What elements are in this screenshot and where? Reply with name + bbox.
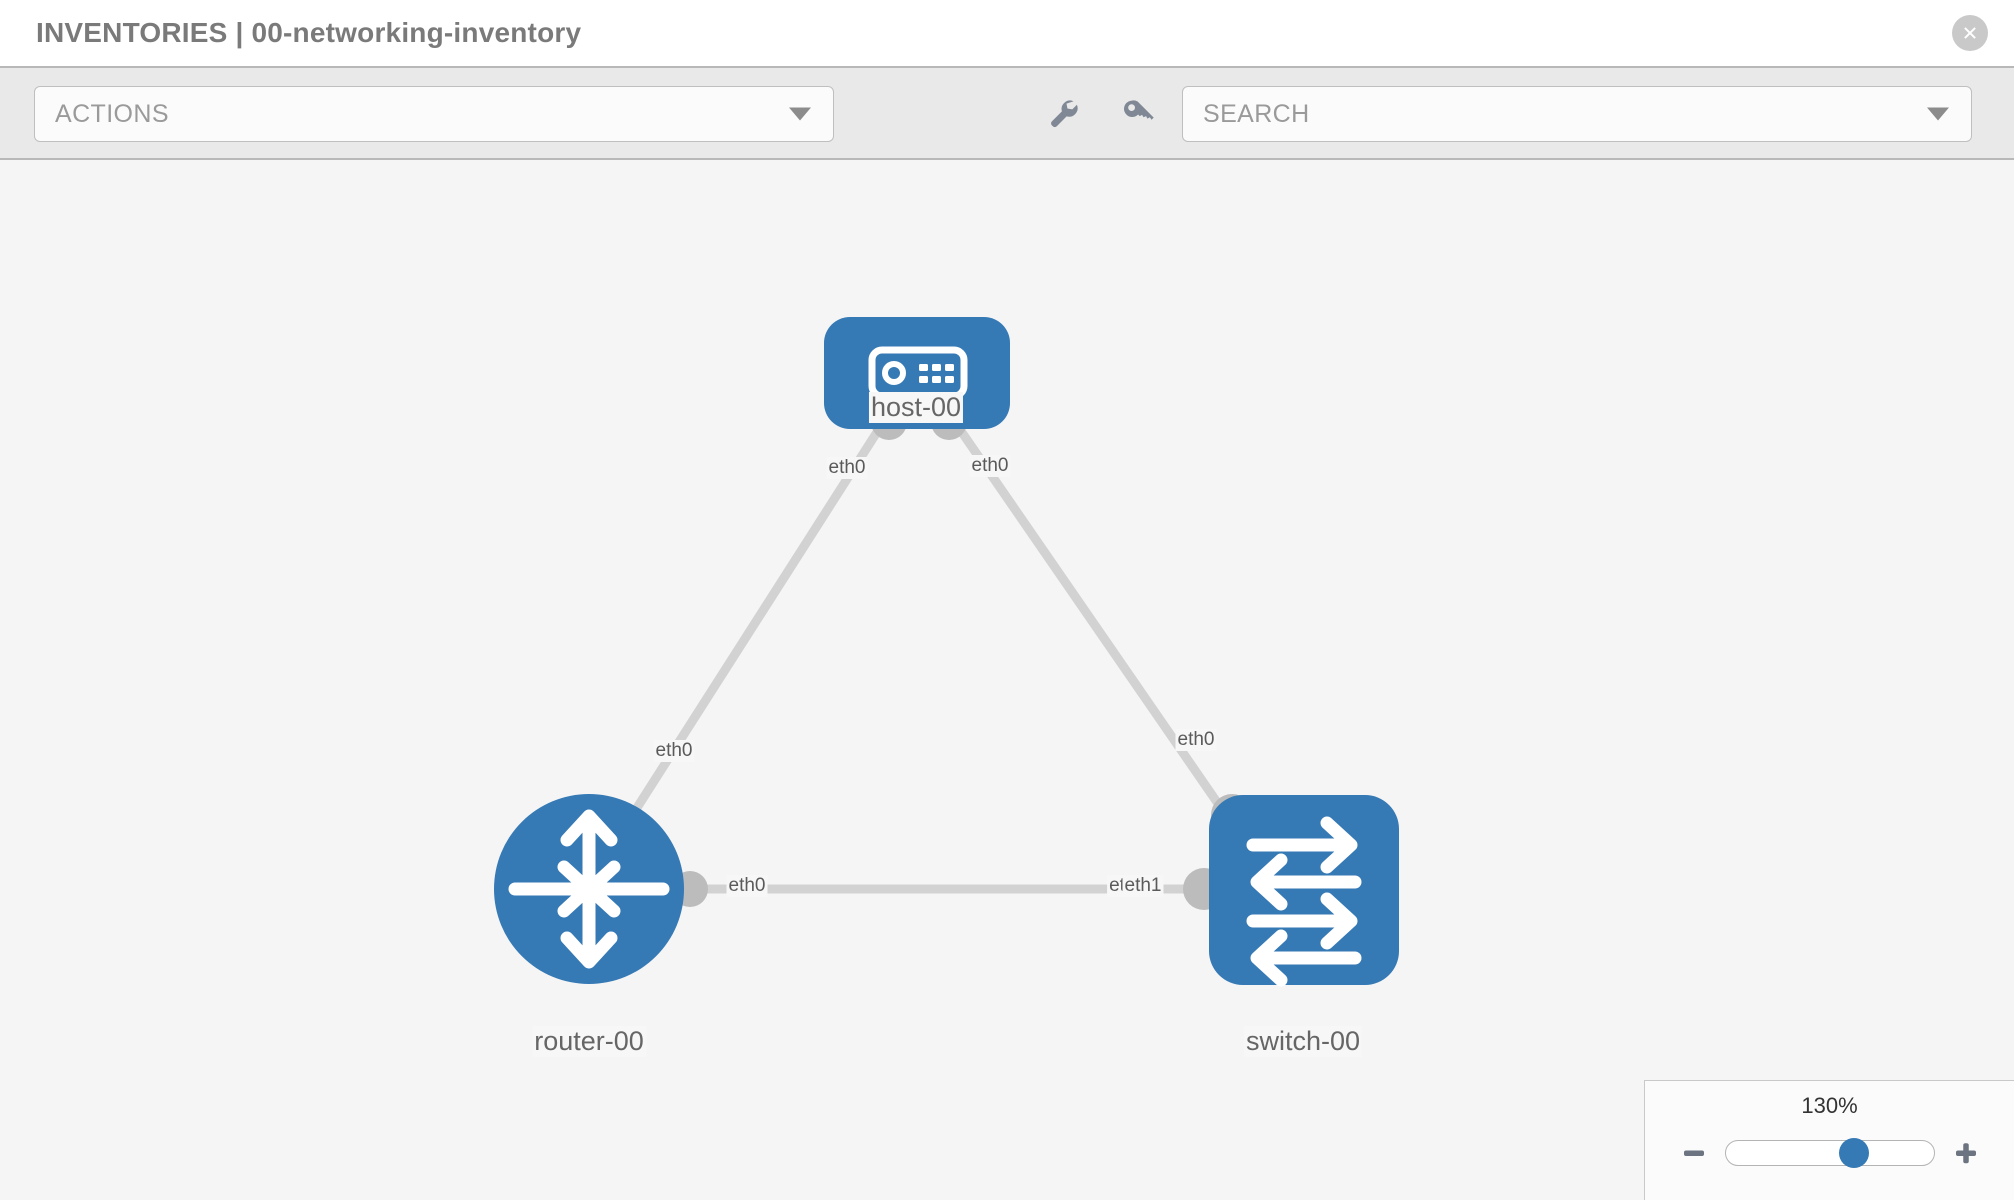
node-switch-00[interactable] — [1209, 795, 1399, 987]
node-label-switch-00: switch-00 — [1243, 1026, 1363, 1057]
topology-canvas[interactable]: host-00 router-00 switch-00 eth0 eth0 et… — [0, 160, 2014, 1200]
edge-label-host00-switch00-source: eth0 — [969, 455, 1011, 477]
node-label-host-00: host-00 — [868, 392, 964, 423]
edge-label-host00-switch00-target: eth0 — [1175, 729, 1217, 751]
zoom-slider-handle[interactable] — [1839, 1138, 1870, 1168]
toolbar: ACTIONS SEARCH — [0, 68, 2014, 160]
node-label-router-00: router-00 — [532, 1026, 646, 1057]
zoom-out-button[interactable] — [1677, 1136, 1711, 1170]
chevron-down-icon — [789, 107, 811, 121]
search-placeholder: SEARCH — [1203, 99, 1310, 128]
zoom-level-value: 130% — [1801, 1093, 1858, 1118]
node-router-00[interactable] — [494, 794, 684, 984]
edge-host00-router00 — [605, 413, 891, 855]
page-title: INVENTORIES | 00-networking-inventory — [36, 17, 582, 48]
zoom-slider[interactable] — [1724, 1138, 1935, 1168]
zoom-control-panel: 130% — [1644, 1080, 2014, 1200]
close-icon[interactable] — [1952, 15, 1988, 51]
key-icon[interactable] — [1114, 90, 1160, 136]
edge-host00-switch00 — [947, 413, 1255, 855]
edge-label-router00-switch00-target-overlap: et — [1107, 875, 1127, 897]
zoom-in-button[interactable] — [1949, 1136, 1983, 1170]
chevron-down-icon — [1927, 107, 1949, 121]
edge-label-router00-switch00-source: eth0 — [726, 875, 768, 897]
edge-label-host00-router00-target: eth0 — [653, 740, 695, 762]
connector-nubs — [608, 404, 1253, 910]
edge-label-host00-router00-source: eth0 — [826, 457, 868, 479]
page-header: INVENTORIES | 00-networking-inventory — [0, 0, 2014, 68]
wrench-icon[interactable] — [1040, 90, 1086, 136]
topology-graph — [494, 317, 1399, 987]
edge-label-router00-switch00-target: eth1 — [1122, 875, 1164, 897]
actions-dropdown[interactable]: ACTIONS — [34, 86, 834, 142]
search-input[interactable]: SEARCH — [1182, 86, 1972, 142]
actions-dropdown-label: ACTIONS — [55, 99, 169, 128]
